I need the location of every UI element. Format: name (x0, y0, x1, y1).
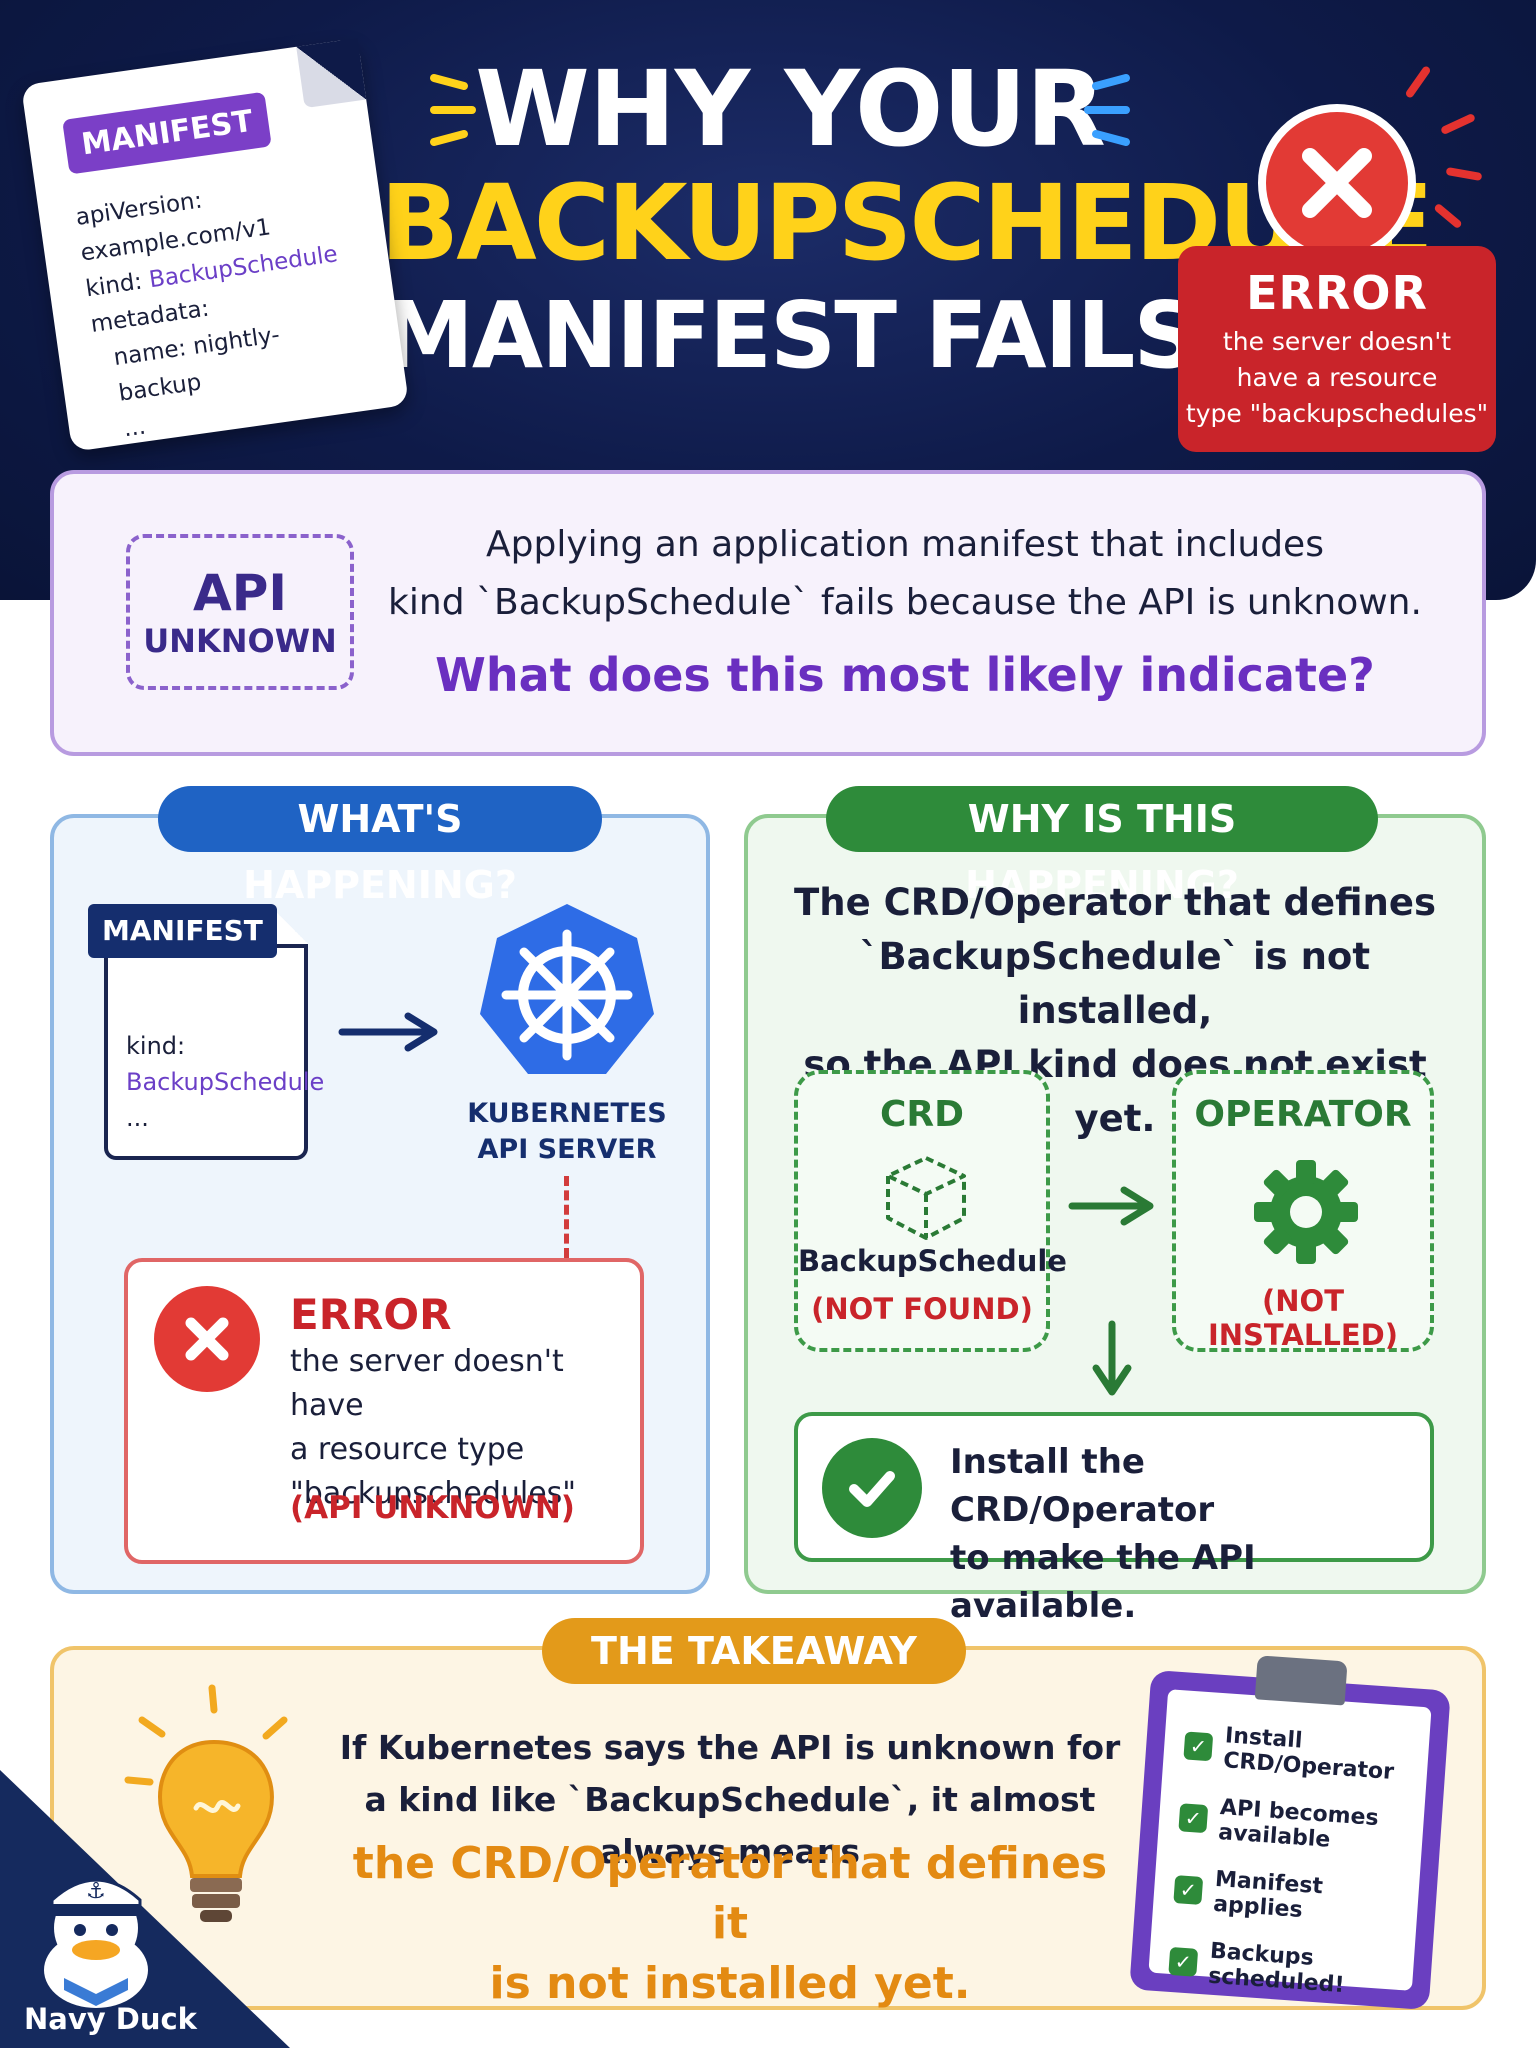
k8s-label-line: API SERVER (477, 1134, 657, 1165)
why-line: `BackupSchedule` is not installed, (859, 935, 1371, 1032)
lightbulb-icon (124, 1684, 288, 1922)
svg-text:⚓: ⚓ (86, 1879, 106, 1904)
checkbox-checked-icon: ✓ (1168, 1946, 1199, 1977)
operator-status: (NOT INSTALLED) (1207, 1284, 1398, 1352)
title-line-1: WHY YOUR (475, 48, 1106, 170)
checklist-sheet: ✓ Install CRD/Operator ✓ API becomes avail… (1148, 1689, 1432, 1998)
operator-title: OPERATOR (1194, 1094, 1412, 1135)
manifest-doc-tag: MANIFEST (88, 904, 277, 958)
arrow-down-icon (1092, 1320, 1132, 1396)
checklist-item-label: API becomes available (1217, 1795, 1380, 1853)
crd-name: BackupSchedule (798, 1244, 1067, 1278)
checklist-item: ✓ Backups scheduled! (1168, 1936, 1397, 2002)
dashed-connector (564, 1176, 569, 1258)
error-card-title: ERROR (290, 1290, 452, 1339)
api-unknown-badge: API UNKNOWN (126, 534, 354, 690)
clipboard-clip (1254, 1655, 1348, 1706)
question-line: Applying an application manifest that in… (486, 524, 1324, 565)
doc-kind-value: BackupSchedule (126, 1068, 325, 1096)
error-card-line: a resource type (290, 1432, 525, 1467)
error-title: ERROR (1246, 266, 1428, 320)
k8s-label-line: KUBERNETES (467, 1098, 667, 1129)
question-text: Applying an application manifest that in… (380, 516, 1430, 632)
crd-box: CRD BackupSchedule (NOT FOUND) (794, 1070, 1067, 1352)
checklist-item: ✓ API becomes available (1178, 1792, 1407, 1858)
manifest-tag: MANIFEST (62, 91, 273, 175)
sparkle-right-icon (1084, 74, 1130, 146)
checkbox-checked-icon: ✓ (1178, 1803, 1209, 1834)
operator-box: OPERATOR (NOT INSTALLED) (1172, 1070, 1434, 1352)
arrow-right-icon (338, 1012, 438, 1052)
error-message-box: ERROR the server doesn't have a resource… (1178, 246, 1496, 452)
takeaway-line: a kind like `BackupSchedule`, it almost … (364, 1780, 1096, 1871)
takeaway-heading: THE TAKEAWAY (542, 1618, 966, 1684)
arrow-right-icon (1068, 1186, 1154, 1226)
error-message-line: type "backupschedules" (1185, 399, 1489, 428)
install-line: Install the CRD/Operator (950, 1442, 1215, 1530)
checklist-item-label: Manifest applies (1212, 1866, 1324, 1924)
doc-kind-label: kind: (126, 1032, 186, 1060)
manifest-card: MANIFEST apiVersion: example.com/v1 kind… (20, 38, 410, 452)
takeaway-line: If Kubernetes says the API is unknown fo… (339, 1728, 1121, 1767)
checkbox-checked-icon: ✓ (1173, 1875, 1204, 1905)
cube-icon (886, 1156, 966, 1240)
checklist-item-label: Backups scheduled! (1207, 1938, 1346, 1999)
title-line-2: BACKUPSCHEDULE (380, 162, 1434, 284)
error-x-icon (1258, 104, 1416, 262)
error-card-line: the server doesn't have (290, 1344, 564, 1423)
error-message-line: have a resource (1236, 363, 1438, 392)
whats-happening-heading: WHAT'S HAPPENING? (158, 786, 602, 907)
takeaway-highlight-line: is not installed yet. (489, 1958, 971, 2009)
crd-status: (NOT FOUND) (811, 1292, 1033, 1326)
question-line: kind `BackupSchedule` fails because the … (388, 582, 1422, 623)
question-ask: What does this most likely indicate? (435, 648, 1375, 702)
error-x-icon (154, 1286, 260, 1392)
install-line: to make the API available. (950, 1538, 1256, 1626)
gear-icon (1254, 1160, 1358, 1264)
error-card-line: "backupschedules" (290, 1476, 577, 1511)
k8s-api-server-label: KUBERNETES API SERVER (452, 1096, 682, 1168)
manifest-kind-label: kind: (84, 267, 152, 303)
install-text: Install the CRD/Operator to make the API… (950, 1438, 1420, 1630)
badge-bottom-text: UNKNOWN (143, 622, 337, 660)
checklist-item-label: Install CRD/Operator (1222, 1723, 1395, 1786)
checklist-item: ✓ Manifest applies (1173, 1864, 1402, 1930)
takeaway-highlight: the CRD/Operator that defines it is not … (330, 1834, 1130, 2014)
error-card-message: the server doesn't have a resource type … (290, 1340, 630, 1516)
duck-mascot-icon: ⚓ (44, 1878, 148, 2008)
badge-top-text: API (193, 564, 287, 622)
why-line: The CRD/Operator that defines (794, 881, 1436, 924)
title-line-3: MANIFEST FAILS (382, 282, 1199, 389)
api-unknown-tag: (API UNKNOWN) (290, 1490, 575, 1526)
crd-title: CRD (879, 1094, 965, 1135)
error-message: the server doesn't have a resource type … (1178, 324, 1496, 432)
kubernetes-logo-icon (480, 904, 654, 1074)
check-icon (822, 1438, 922, 1538)
checkbox-checked-icon: ✓ (1183, 1731, 1214, 1762)
error-message-line: the server doesn't (1222, 327, 1452, 356)
why-happening-heading: WHY IS THIS HAPPENING? (826, 786, 1378, 907)
page-fold (296, 38, 367, 109)
sparkle-left-icon (430, 74, 476, 146)
checklist-clipboard: ✓ Install CRD/Operator ✓ API becomes avail… (1129, 1655, 1451, 2011)
takeaway-text: If Kubernetes says the API is unknown fo… (330, 1722, 1130, 1878)
checklist-item: ✓ Install CRD/Operator (1183, 1720, 1412, 1786)
brand-name: Navy Duck (24, 2002, 197, 2036)
doc-ellipsis: ... (126, 1104, 149, 1132)
takeaway-highlight-line: the CRD/Operator that defines it (352, 1838, 1108, 1949)
